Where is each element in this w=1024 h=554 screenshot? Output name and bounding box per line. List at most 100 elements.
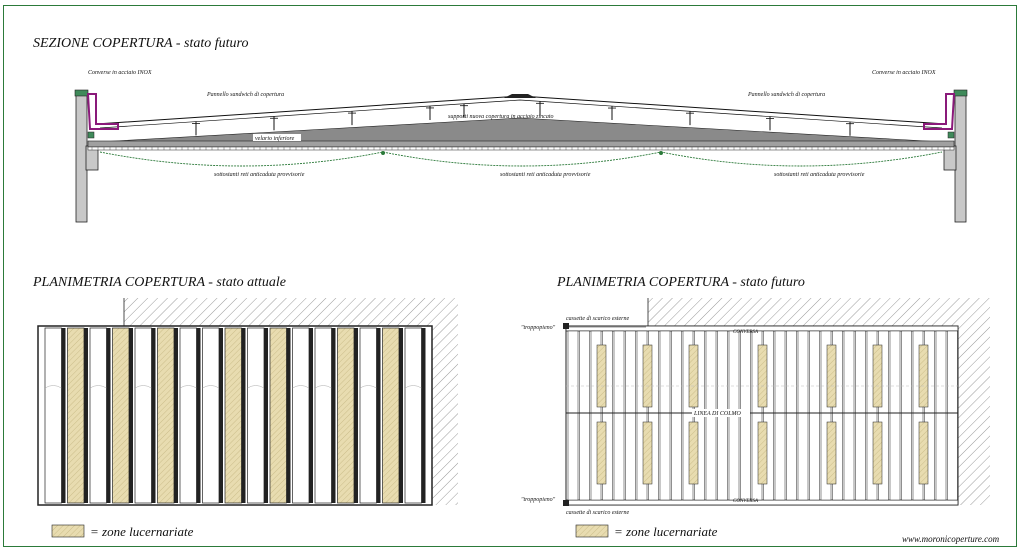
roof-panel	[912, 330, 924, 501]
legend-current: = zone lucernariate	[90, 524, 194, 539]
support-posts	[192, 101, 854, 136]
conversa-bottom-bar	[565, 499, 959, 506]
roof-panel	[797, 330, 809, 501]
roof-bay	[44, 327, 62, 504]
skylight-zone	[688, 421, 699, 485]
roof-bay	[404, 327, 422, 504]
skylight-zone	[757, 344, 768, 408]
roof-bay	[89, 327, 107, 504]
label-cassette-bottom: cassette di scarico esterne	[566, 510, 629, 516]
roof-panel	[855, 330, 866, 501]
skylight-zone	[642, 344, 653, 408]
roof-panel	[590, 330, 602, 501]
roof-panel	[613, 330, 625, 501]
label-gutter-right: Converse in acciaio INOX	[872, 70, 936, 76]
label-conversa-bottom: CONVERSA	[733, 499, 759, 504]
skylight-zone	[688, 344, 699, 408]
label-panel-right: Pannello sandwich di copertura	[747, 92, 825, 98]
cap-left	[74, 89, 89, 97]
roof-panel	[924, 330, 935, 501]
label-gutter-left: Converse in acciaio INOX	[88, 70, 152, 76]
roof-panel	[567, 330, 579, 501]
hatch-current	[124, 298, 458, 505]
roof-panel	[832, 330, 843, 501]
velario-slab	[87, 140, 955, 148]
plan-future: LINEA DI COLMO CONVERSA CONVERSA cassett…	[521, 298, 990, 516]
roof-bay	[359, 327, 377, 504]
label-troppopieno-bottom: "troppopieno"	[521, 497, 556, 503]
roof-panel	[625, 330, 636, 501]
roof-bay	[157, 327, 175, 504]
roof-panel	[820, 330, 832, 501]
label-colmo: LINEA DI COLMO	[693, 411, 742, 417]
roof-bay	[224, 327, 242, 504]
skylight-zone	[596, 344, 607, 408]
roof-bay	[382, 327, 400, 504]
roof-panel	[751, 330, 763, 501]
roof-bays-current	[44, 327, 426, 504]
slab-ticks	[91, 147, 951, 150]
label-nets-3: sottostanti reti anticaduta provvisorie	[774, 172, 865, 178]
roof-panel	[935, 330, 947, 501]
roof-panel	[947, 330, 958, 501]
section-title: SEZIONE COPERTURA - stato futuro	[33, 36, 248, 51]
plan-current-title: PLANIMETRIA COPERTURA - stato attuale	[32, 275, 286, 290]
label-cassette-top: cassette di scarico esterne	[566, 316, 629, 322]
drawing-frame	[3, 5, 1017, 547]
label-panel-left: Pannello sandwich di copertura	[206, 92, 284, 98]
roof-panel	[889, 330, 901, 501]
label-conversa-top: CONVERSA	[733, 330, 759, 335]
roof-section: Converse in acciaio INOX Converse in acc…	[74, 70, 968, 223]
roof-panel	[671, 330, 682, 501]
plan-current	[37, 298, 458, 506]
roof-panel	[786, 330, 797, 501]
roof-panel	[579, 330, 590, 501]
skylight-zone	[872, 344, 883, 408]
hatch-future	[648, 298, 990, 505]
roof-bay	[314, 327, 332, 504]
gutter-right	[923, 93, 956, 130]
skylight-zone	[826, 344, 837, 408]
roof-panel	[901, 330, 912, 501]
roof-panel	[843, 330, 855, 501]
roof-panel	[878, 330, 889, 501]
cap-right	[953, 89, 968, 97]
ridge-cap	[504, 94, 536, 98]
roof-bay	[179, 327, 197, 504]
skylight-zone	[757, 421, 768, 485]
roof-panel	[602, 330, 613, 501]
roof-panel	[648, 330, 659, 501]
roof-bay	[112, 327, 130, 504]
skylight-zone	[826, 421, 837, 485]
gutter-left	[86, 93, 119, 130]
skylight-zone	[596, 421, 607, 485]
plan-future-title: PLANIMETRIA COPERTURA - stato futuro	[556, 275, 805, 290]
wall-right	[954, 91, 967, 223]
roof-panel	[866, 330, 878, 501]
roof-bay	[247, 327, 265, 504]
roof-bay	[337, 327, 355, 504]
roof-bay	[292, 327, 310, 504]
roof-panel	[774, 330, 786, 501]
label-velario: velario inferiore	[255, 135, 295, 142]
roof-panel	[763, 330, 774, 501]
label-nets-2: sottostanti reti anticaduta provvisorie	[500, 172, 591, 178]
legend-swatch-future	[575, 524, 609, 538]
label-troppopieno-top: "troppopieno"	[521, 325, 556, 331]
skylight-zone	[872, 421, 883, 485]
skylight-zone	[918, 344, 929, 408]
label-supports: supporti nuova copertura in acciaio zinc…	[448, 114, 554, 120]
roof-panel	[636, 330, 648, 501]
safety-nets	[99, 151, 943, 167]
roof-bay	[67, 327, 85, 504]
website-link[interactable]: www.moronicoperture.com	[902, 534, 1000, 544]
label-nets-1: sottostanti reti anticaduta provvisorie	[214, 172, 305, 178]
roof-panel	[659, 330, 671, 501]
roof-bay	[202, 327, 220, 504]
skylight-zone	[642, 421, 653, 485]
skylight-zone	[918, 421, 929, 485]
legend-swatch-current	[51, 524, 85, 538]
roof-panel	[809, 330, 820, 501]
wall-left	[75, 91, 88, 223]
